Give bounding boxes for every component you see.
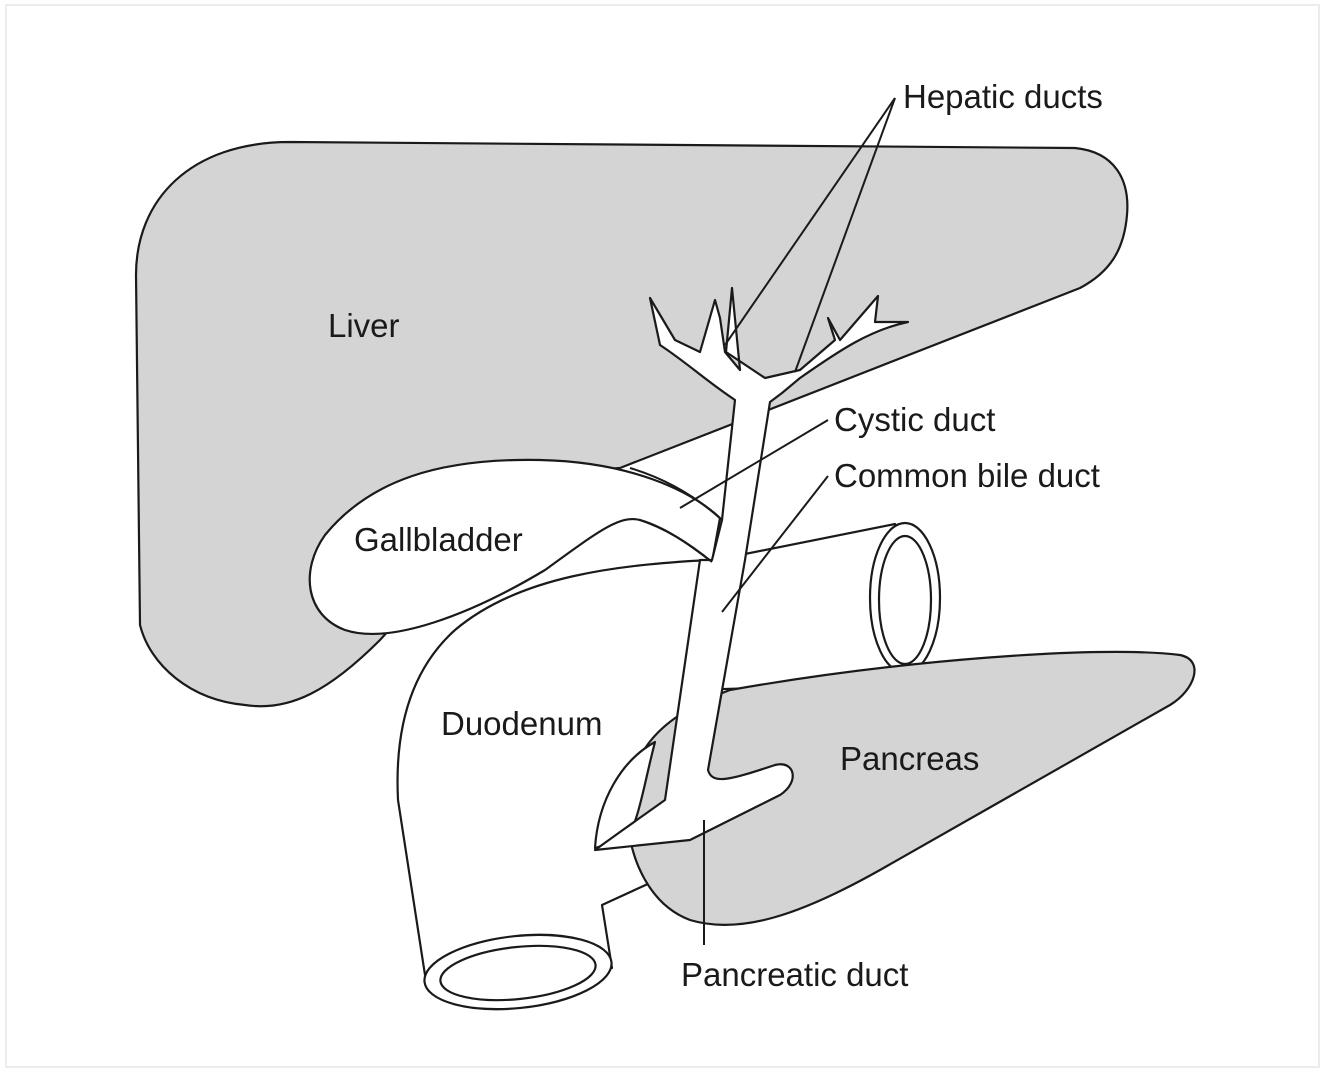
duodenum-right-opening-inner xyxy=(879,536,931,664)
label-pancreatic-duct: Pancreatic duct xyxy=(681,956,908,993)
label-cystic-duct: Cystic duct xyxy=(834,401,995,438)
label-pancreas: Pancreas xyxy=(840,740,979,777)
label-liver: Liver xyxy=(328,307,400,344)
label-hepatic-ducts: Hepatic ducts xyxy=(903,78,1103,115)
label-gallbladder: Gallbladder xyxy=(354,521,523,558)
label-common-bile-duct: Common bile duct xyxy=(834,457,1100,494)
label-duodenum: Duodenum xyxy=(441,705,602,742)
